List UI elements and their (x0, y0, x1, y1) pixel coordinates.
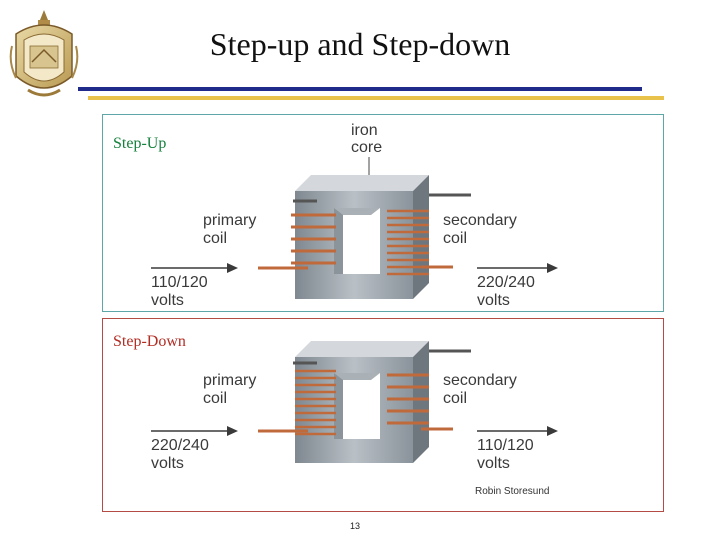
iron-core (295, 175, 429, 299)
input-voltage-value: 220/240 (151, 437, 209, 454)
primary-coil (291, 213, 336, 265)
title-rule-blue (78, 87, 642, 91)
step-down-heading: Step-Down (113, 333, 186, 350)
input-voltage-unit: volts (151, 455, 184, 472)
secondary-coil-label-line1: secondary (443, 212, 517, 229)
secondary-coil-label-line1: secondary (443, 372, 517, 389)
iron-core (295, 341, 429, 463)
input-voltage-value: 110/120 (151, 274, 208, 291)
secondary-coil-label-line2: coil (443, 230, 467, 247)
secondary-coil (387, 209, 429, 276)
secondary-coil (387, 373, 429, 425)
input-voltage-unit: volts (151, 292, 184, 309)
primary-coil-label-line1: primary (203, 212, 256, 229)
primary-coil-label-line2: coil (203, 230, 227, 247)
secondary-coil-label-line2: coil (443, 390, 467, 407)
iron-core-label-line2: core (351, 139, 382, 156)
output-arrow (477, 263, 558, 273)
naval-academy-seal-icon (9, 10, 79, 97)
iron-core-label-line1: iron (351, 122, 378, 139)
primary-coil-label-line1: primary (203, 372, 256, 389)
page-number: 13 (350, 521, 361, 531)
output-voltage-unit: volts (477, 455, 510, 472)
input-arrow (151, 426, 238, 436)
output-voltage-value: 220/240 (477, 274, 535, 291)
title-rule-gold (88, 96, 664, 100)
slide-title: Step-up and Step-down (209, 26, 511, 62)
output-voltage-value: 110/120 (477, 437, 534, 454)
step-down-panel: Step-Down (102, 318, 664, 512)
input-arrow (151, 263, 238, 273)
step-up-panel: Step-Up iron core (102, 114, 664, 312)
output-arrow (477, 426, 558, 436)
primary-coil (295, 369, 336, 436)
primary-coil-label-line2: coil (203, 390, 227, 407)
step-up-heading: Step-Up (113, 135, 167, 152)
step-up-transformer-diagram: iron core (151, 122, 558, 309)
output-voltage-unit: volts (477, 292, 510, 309)
image-credit: Robin Storesund (475, 486, 550, 497)
step-down-transformer-diagram: primary coil secondary coil 220/240 volt… (151, 341, 558, 497)
